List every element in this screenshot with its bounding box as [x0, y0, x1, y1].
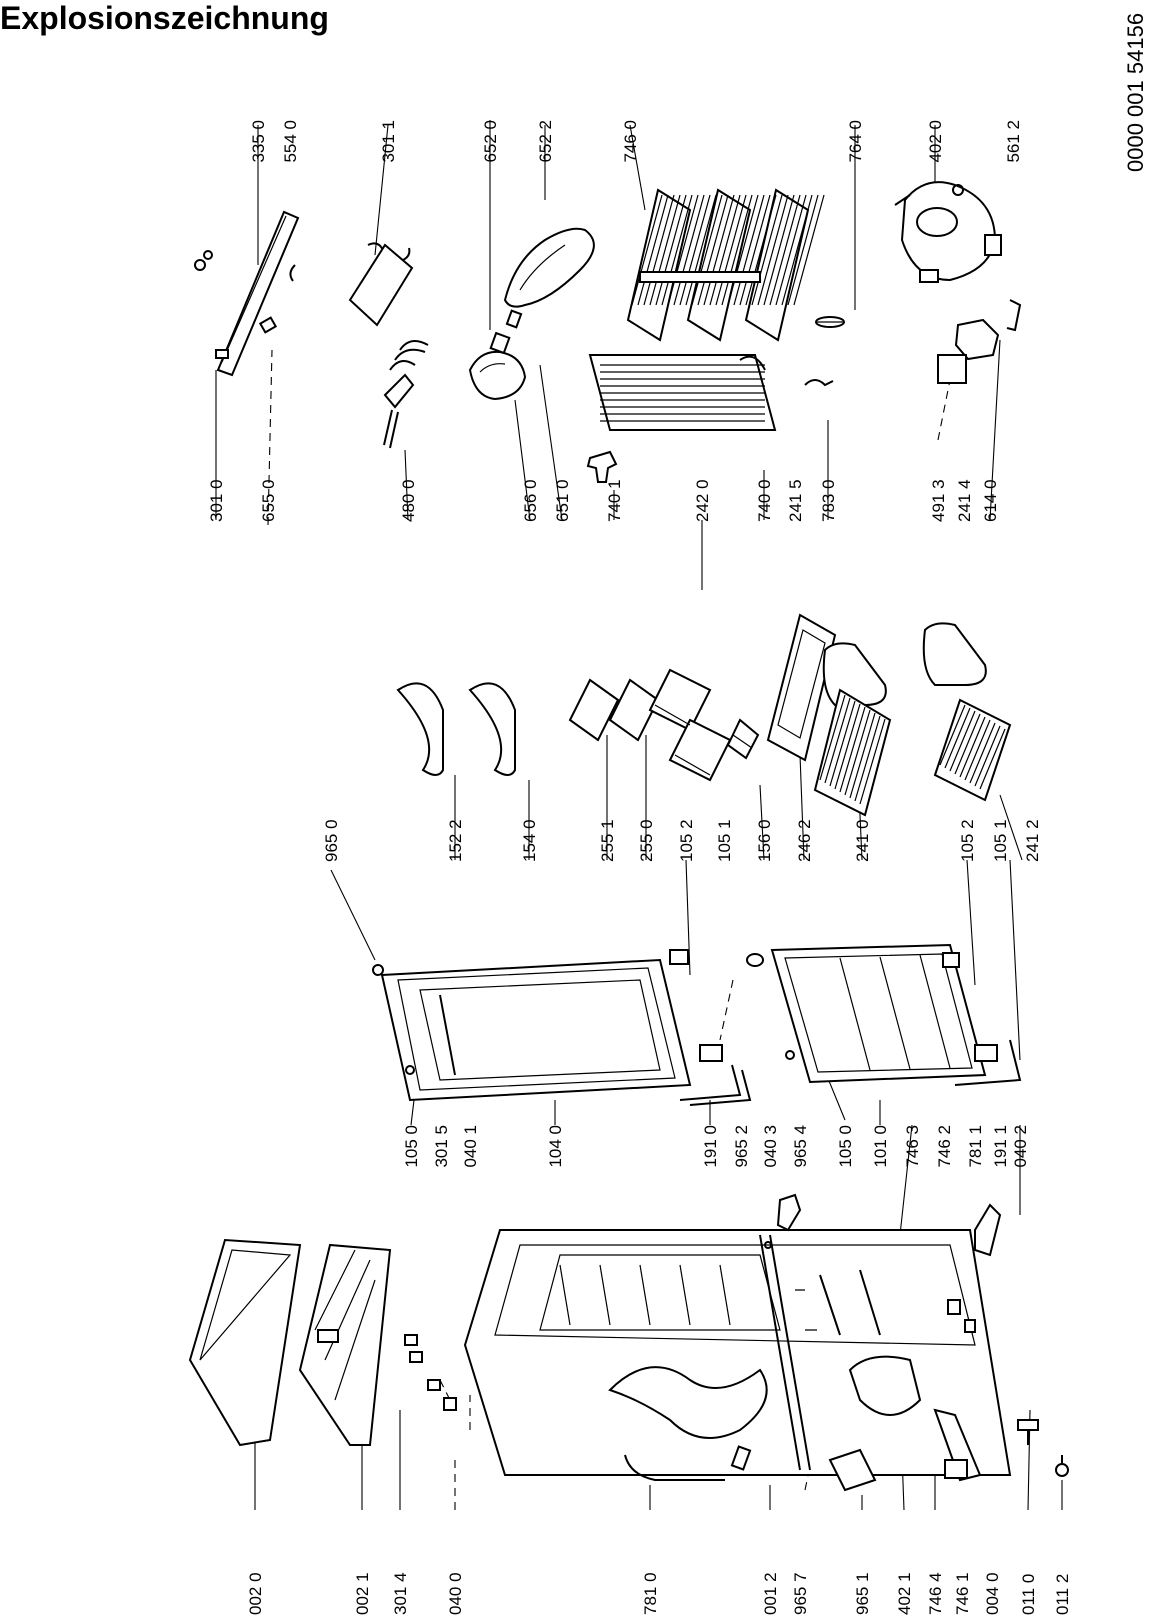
part-label: 301 4 [391, 1572, 410, 1615]
part-label: 746 3 [903, 1125, 922, 1168]
cabinet-body [463, 1229, 1012, 1476]
part-label: 614 0 [981, 479, 1000, 522]
part-label: 002 0 [246, 1572, 265, 1615]
wire-basket-lower [933, 698, 1012, 802]
part-label: 554 0 [281, 120, 300, 163]
part-label: 040 3 [761, 1125, 780, 1168]
part-label: 491 3 [929, 479, 948, 522]
starter-relay [937, 299, 1022, 384]
part-label: 561 2 [1004, 120, 1023, 163]
drawer-front-upper [822, 642, 887, 706]
small-grid-insert [726, 718, 760, 760]
freezer-door-seal [954, 1039, 1022, 1086]
part-label: 105 1 [715, 819, 734, 862]
part-label: 105 1 [991, 819, 1010, 862]
part-label: 105 0 [402, 1125, 421, 1168]
part-label: 480 0 [399, 479, 418, 522]
part-label: 191 0 [701, 1125, 720, 1168]
misc-small-parts [764, 1241, 976, 1333]
small-clips [404, 1334, 457, 1411]
part-label: 011 0 [1019, 1574, 1038, 1615]
bottom-hinge [974, 1203, 1002, 1257]
foot-rail [933, 1408, 982, 1482]
part-label: 746 2 [935, 1125, 954, 1168]
page-title: Explosionszeichnung [0, 0, 329, 36]
part-label: 105 0 [836, 1125, 855, 1168]
part-label: 301 5 [432, 1125, 451, 1168]
freezer-door [746, 943, 987, 1084]
part-label: 301 1 [379, 120, 398, 163]
compressor [894, 181, 1002, 283]
part-label: 241 2 [1023, 819, 1042, 862]
part-label: 040 1 [461, 1125, 480, 1168]
part-label: 104 0 [546, 1125, 565, 1168]
base-bracket [828, 1448, 877, 1492]
door-screws [405, 1050, 795, 1075]
storage-boxes [648, 668, 732, 782]
part-label: 105 2 [958, 819, 977, 862]
evaporator-grid-top [626, 188, 825, 342]
part-label: 001 2 [761, 1572, 780, 1615]
wire-basket-upper [813, 688, 892, 817]
part-label: 746 4 [926, 1572, 945, 1615]
hinge-lower [942, 952, 998, 1062]
shelf-frame [766, 613, 837, 762]
part-label: 156 0 [755, 819, 774, 862]
cover-plate [348, 243, 414, 327]
part-label: 105 2 [677, 819, 696, 862]
hinge-upper [669, 949, 723, 1062]
door-rod [624, 1454, 725, 1481]
condenser-grid [588, 354, 777, 431]
part-label: 402 1 [895, 1572, 914, 1615]
part-label: 965 1 [853, 1572, 872, 1615]
part-label: 655 0 [259, 479, 278, 522]
part-label: 101 0 [871, 1125, 890, 1168]
part-label: 040 0 [446, 1572, 465, 1615]
part-label: 965 4 [791, 1125, 810, 1168]
part-label: 656 0 [521, 479, 540, 522]
cylinder-part [730, 1445, 752, 1471]
drain-hose [804, 379, 834, 387]
fridge-door [372, 958, 692, 1102]
fridge-door-seal [679, 1064, 752, 1106]
drain-fitting [586, 450, 618, 483]
part-label: 781 1 [966, 1125, 985, 1168]
part-label: 651 0 [553, 479, 572, 522]
egg-tray-plate [568, 678, 660, 742]
adjustable-feet [1017, 1419, 1069, 1477]
part-label: 965 2 [732, 1125, 751, 1168]
lamp-housing [468, 227, 595, 401]
drawer-front-lower [922, 622, 987, 686]
part-label: 004 0 [983, 1572, 1002, 1615]
part-label: 191 1 [991, 1125, 1010, 1168]
part-label: 242 0 [693, 479, 712, 522]
wiring-harness [383, 340, 429, 449]
part-label: 002 1 [353, 1572, 372, 1615]
door-shelf-upper [396, 682, 444, 776]
part-label: 781 0 [641, 1572, 660, 1615]
top-frame [298, 1243, 392, 1446]
gasket-ring [815, 316, 845, 328]
hinge-bracket [776, 1193, 802, 1232]
part-label: 965 0 [322, 819, 341, 862]
part-label: 241 4 [955, 479, 974, 522]
top-cover [188, 1238, 302, 1447]
door-shelf-lower [468, 682, 516, 776]
leader-lines [215, 120, 1063, 1511]
part-label: 011 2 [1053, 1574, 1072, 1615]
part-label: 965 7 [791, 1572, 810, 1615]
part-label: 246 2 [795, 819, 814, 862]
part-label: 241 5 [786, 479, 805, 522]
part-label: 241 0 [853, 819, 872, 862]
part-label: 746 1 [953, 1572, 972, 1615]
